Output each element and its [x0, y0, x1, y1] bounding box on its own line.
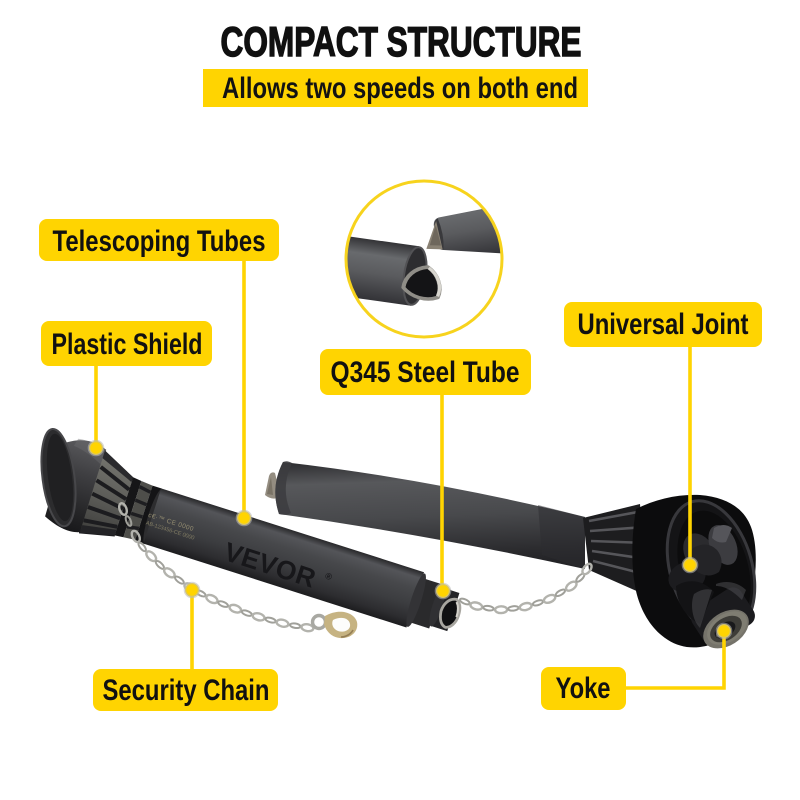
svg-text:Telescoping Tubes: Telescoping Tubes [53, 225, 266, 258]
svg-text:Q345 Steel Tube: Q345 Steel Tube [331, 356, 520, 389]
svg-text:COMPACT STRUCTURE: COMPACT STRUCTURE [221, 18, 582, 65]
svg-text:Yoke: Yoke [556, 672, 611, 705]
svg-text:Allows two speeds on both end: Allows two speeds on both end [222, 72, 578, 105]
svg-text:®: ® [324, 571, 334, 583]
svg-text:Plastic Shield: Plastic Shield [52, 328, 203, 361]
svg-text:Universal Joint: Universal Joint [578, 308, 749, 341]
svg-text:Security Chain: Security Chain [103, 674, 270, 707]
